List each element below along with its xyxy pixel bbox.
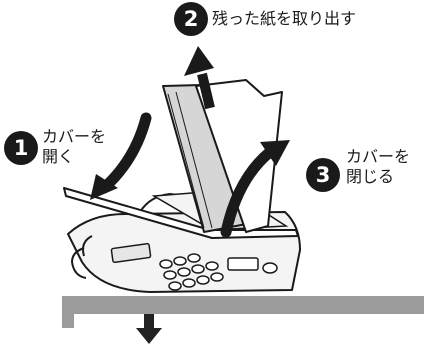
fax-keypad — [110, 242, 278, 291]
step-2-label: 残った紙を取り出す — [212, 9, 357, 28]
flow-down-arrow — [136, 314, 162, 344]
flow-bar — [62, 296, 424, 328]
step-3-number-badge: 3 — [306, 158, 340, 192]
remove-paper-arrow — [197, 72, 215, 110]
remove-paper-arrowhead — [184, 46, 214, 76]
open-cover-arrowhead — [90, 174, 118, 200]
paper-support — [195, 79, 283, 233]
step-1-label-line-1: カバーを — [42, 127, 107, 146]
step-3-label-line-2: 閉じる — [346, 167, 395, 186]
open-cover-arrow — [98, 112, 152, 194]
step-1-number-badge: 1 — [4, 131, 38, 165]
step-2-number-badge: 2 — [174, 2, 208, 36]
step-1-label-line-2: 開く — [42, 147, 75, 166]
step-3-label-line-1: カバーを — [346, 147, 411, 166]
close-cover-arrow — [220, 146, 276, 238]
close-cover-arrowhead — [260, 140, 290, 166]
